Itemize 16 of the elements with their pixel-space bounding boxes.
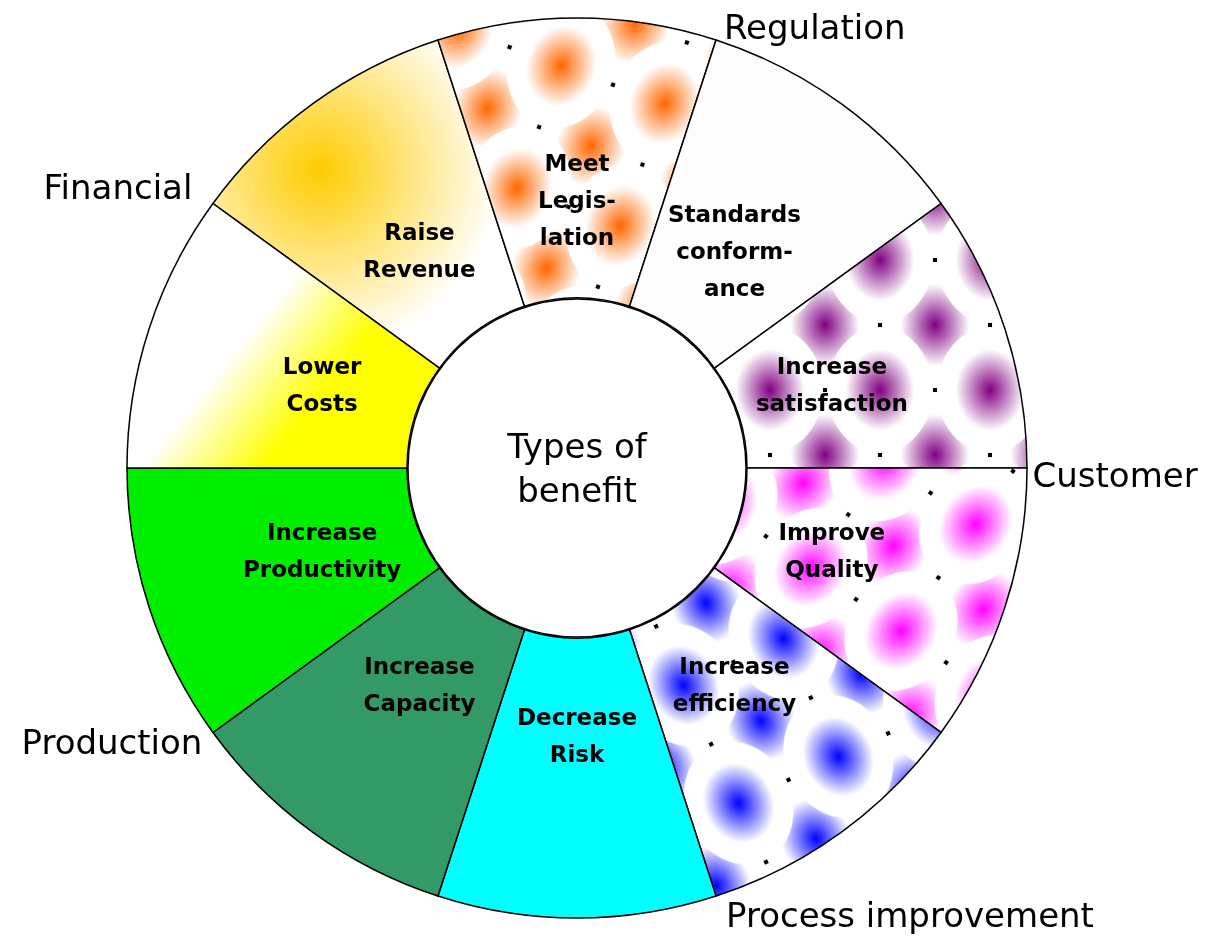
category-label: Customer [1032,455,1198,495]
category-label: Process improvement [726,895,1094,935]
segment-label: Lower Costs [281,352,363,419]
segment-label: Decrease Risk [515,703,639,769]
segment-label: Increase Productivity [242,517,403,584]
center-label: Types of benefit [506,425,649,512]
segment-label: Standards conform-ance [667,199,802,303]
segment-label: Increase efficiency [671,651,798,718]
segment-label: Increase Capacity [362,651,477,718]
category-label: Financial [43,167,193,207]
segment-label: Improve Quality [777,517,887,584]
category-label: Regulation [724,7,906,47]
segment-label: Meet Legis-lation [537,148,617,252]
segment-label: Raise Revenue [362,218,477,285]
category-label: Production [21,722,203,762]
segment-label: Increase satisfaction [754,352,909,419]
